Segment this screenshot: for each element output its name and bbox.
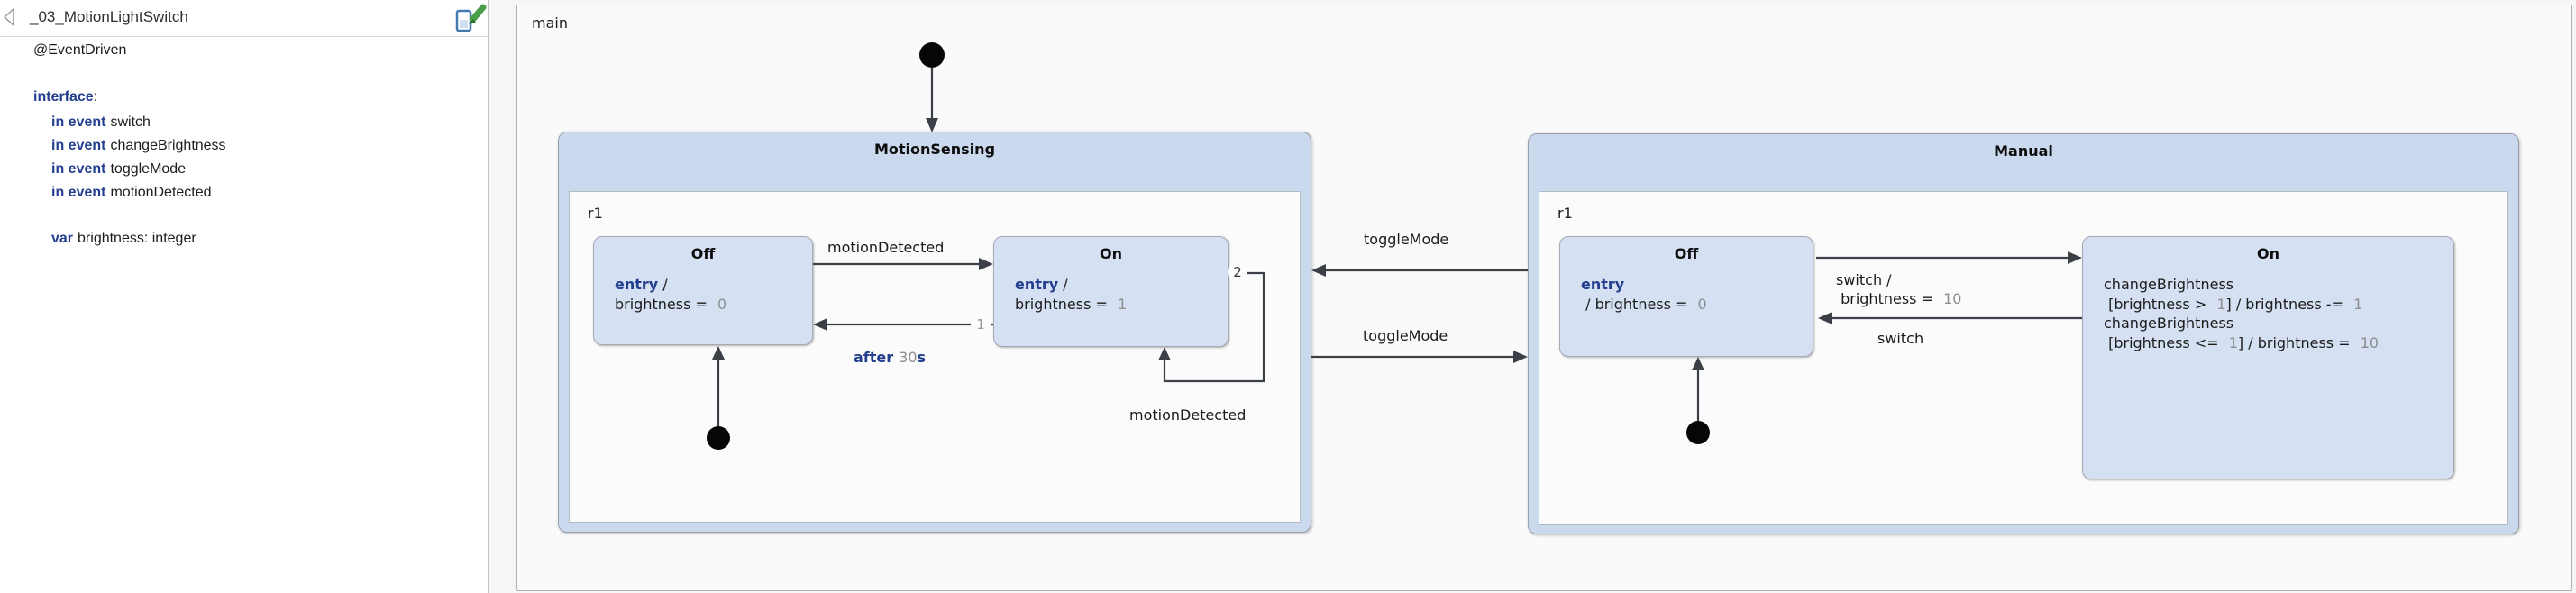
region-label: r1 xyxy=(588,205,603,222)
interface-line[interactable]: interface: xyxy=(33,89,98,105)
state-title: MotionSensing xyxy=(873,141,996,158)
label-togglemode-to-manual[interactable]: toggleMode xyxy=(1363,327,1448,344)
state-behavior: changeBrightness [brightness > 1] / brig… xyxy=(2104,276,2380,351)
state-motionsensing-off[interactable]: Off entry /brightness = 0 xyxy=(593,236,813,345)
state-motionsensing-on[interactable]: On entry /brightness = 1 xyxy=(993,236,1229,347)
state-title: Off xyxy=(690,245,716,262)
definition-panel[interactable]: _03_MotionLightSwitch @EventDriven inter… xyxy=(0,0,489,593)
label-togglemode-to-motionsensing[interactable]: toggleMode xyxy=(1364,231,1449,248)
label-motiondetected-self-loop[interactable]: motionDetected xyxy=(1129,406,1247,424)
main-region-label: main xyxy=(532,14,568,32)
edit-definition-icon[interactable] xyxy=(454,3,487,38)
state-manual-off[interactable]: Off entry / brightness = 0 xyxy=(1559,236,1813,357)
state-title: On xyxy=(2257,245,2279,262)
state-title: On xyxy=(1100,245,1122,262)
label-switch-brightness[interactable]: switch / brightness = 10 xyxy=(1836,271,1962,307)
label-motiondetected-off-on[interactable]: motionDetected xyxy=(827,239,945,256)
annotation-line[interactable]: @EventDriven xyxy=(33,42,127,58)
chevron-left-icon[interactable] xyxy=(3,7,17,32)
state-title: Off xyxy=(1674,245,1699,262)
state-manual-on[interactable]: On changeBrightness [brightness > 1] / b… xyxy=(2082,236,2454,479)
region-label: r1 xyxy=(1557,205,1573,222)
priority-badge-1: 1 xyxy=(971,315,991,334)
state-behavior: entry /brightness = 1 xyxy=(1015,276,1128,313)
priority-badge-2: 2 xyxy=(1228,262,1247,282)
state-behavior: entry / brightness = 0 xyxy=(1581,276,1707,313)
state-title: Manual xyxy=(1994,142,2053,160)
state-behavior: entry /brightness = 0 xyxy=(615,276,727,313)
statechart-title: _03_MotionLightSwitch xyxy=(30,8,188,25)
panel-titlebar: _03_MotionLightSwitch xyxy=(0,0,488,37)
label-switch-on-off[interactable]: switch xyxy=(1877,330,1924,347)
